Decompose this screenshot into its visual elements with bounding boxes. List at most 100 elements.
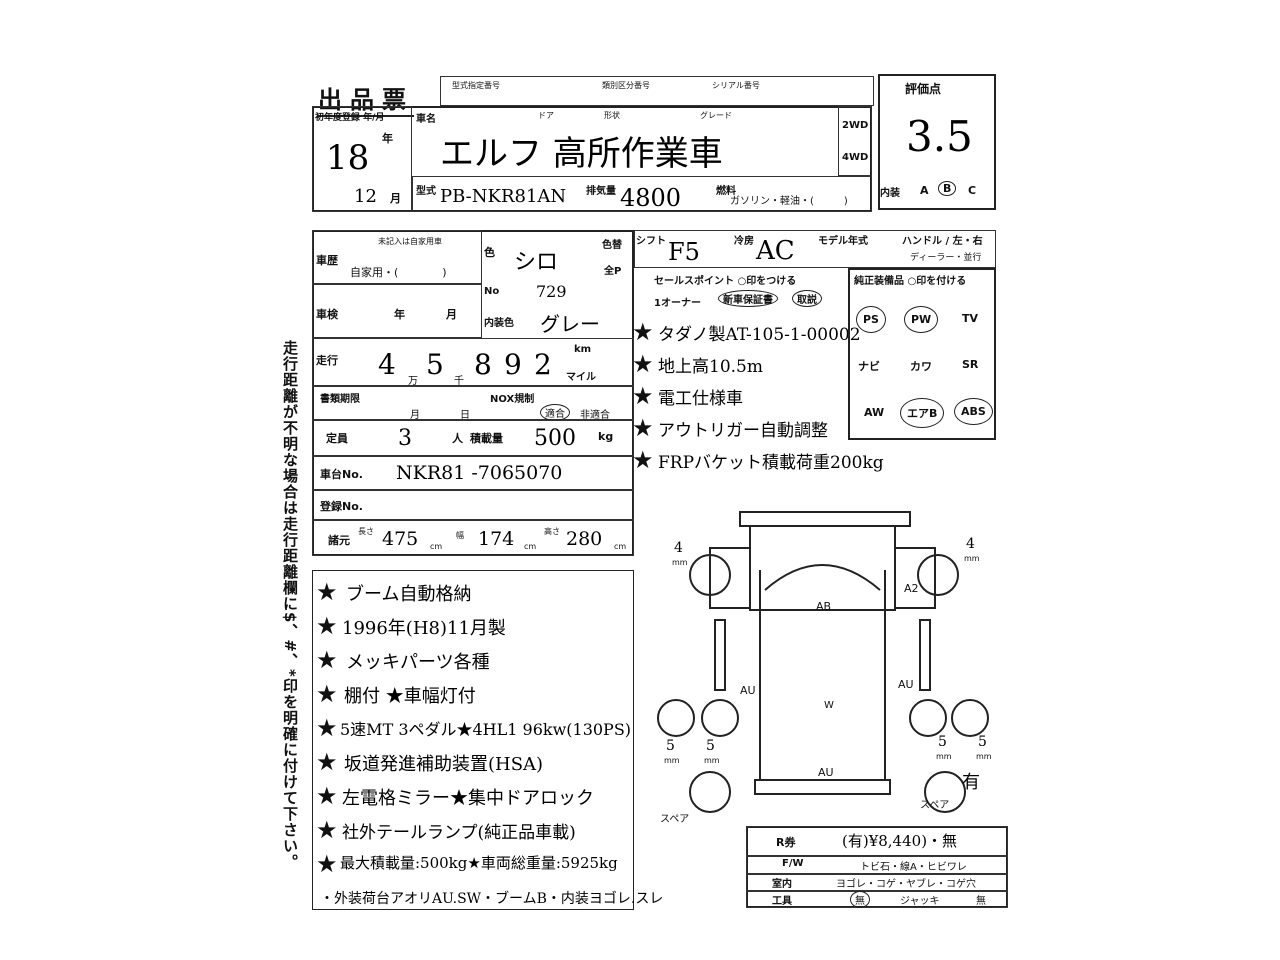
registration-year-unit: 年 [382,132,393,145]
fuel-options: ガソリン・軽油・( ) [730,196,848,207]
color-value: シロ [514,250,559,275]
remarks: ・外装荷台アオリAU.SW・ブームB・内装ヨゴレ.スレ [320,891,664,907]
all-paint-label: 全P [604,266,622,277]
vehicle-damage-diagram [657,511,989,813]
equipment-box [848,268,996,440]
note-star-6: ★ [316,748,338,776]
sales-star-5: ★ [632,446,654,474]
chassis-value: NKR81 -7065070 [396,462,563,484]
tire-fl: 4 [674,540,683,556]
document-day: 日 [460,410,470,421]
score-value: 3.5 [906,112,973,161]
sales-point-2: 地上高10.5m [658,357,763,377]
history-label: 車歴 [316,254,338,267]
mileage-unit-mile: マイル [566,372,596,383]
note-3: メッキパーツ各種 [346,652,490,673]
equipment-airbag: エアB [900,398,945,428]
equipment-pw: PW [904,306,939,333]
score-box [878,74,996,210]
equipment-abs: ABS [954,398,993,425]
windshield-value: トビ石・線A・ヒビワレ [860,862,967,873]
displacement-label: 排気量 [586,186,616,197]
history-value: 自家用・( ) [350,266,447,279]
dealer-label: ディーラー・並行 [910,253,982,263]
mileage-digit-3: 8 [474,348,492,381]
mileage-digit-4: 9 [504,348,522,381]
door-label: ドア [538,111,554,120]
load-label: 積載量 [470,432,503,445]
chassis-row [312,456,634,490]
mileage-side-note: 走行距離が不明な場合は走行距離欄に$、#、*印を明確に付けて下さい。 [281,340,299,870]
tools-row [746,891,1008,908]
interior-value: ヨゴレ・コゲ・ヤブレ・コゲ穴 [836,879,976,890]
equipment-sr: SR [962,358,979,371]
type-designation-label: 型式指定番号 [452,81,500,90]
color-change-label: 色替 [602,240,622,251]
width-value: 174 [478,528,515,550]
load-value: 500 [534,426,576,451]
tire-rl2: 5 [706,738,715,754]
note-5: 5速MT 3ペダル★4HL1 96kw(130PS) [340,720,632,739]
inspection-cell [312,284,482,338]
height-label: 高さ [544,527,560,536]
interior-grade-b: B [938,181,957,196]
damage-mark-ab-front: AB [816,600,832,613]
model-year-label: モデル年式 [818,236,868,247]
interior-color-value: グレー [540,312,600,336]
mileage-digit-1: 4 [378,348,396,381]
tire-rr1: 5 [938,734,947,750]
tire-rr2-unit: mm [976,752,992,761]
dimensions-row [312,520,634,556]
one-owner: 1オーナー [654,298,701,309]
registration-no-label: 登録No. [320,500,363,513]
tire-rl2-unit: mm [704,756,720,765]
sales-star-1: ★ [632,318,654,346]
sales-star-4: ★ [632,414,654,442]
capacity-label: 定員 [326,432,348,445]
equipment-leather: カワ [910,360,932,373]
dimensions-label: 諸元 [328,534,350,547]
vehicle-name: エルフ 高所作業車 [440,134,723,174]
model-value: PB-NKR81AN [440,186,567,207]
note-star-4: ★ [316,680,338,708]
damage-mark-au-left: AU [740,684,756,697]
model-row [412,176,872,212]
note-star-1: ★ [316,578,338,606]
capacity-row [312,420,634,456]
sales-star-2: ★ [632,350,654,378]
interior-label: 室内 [772,879,792,890]
note-7: 左電格ミラー★集中ドアロック [342,788,594,809]
warranty: 新車保証書 [718,290,778,307]
mileage-digit-2: 5 [426,348,444,381]
registration-cell [312,106,412,212]
interior-grade-c: C [968,184,977,197]
equipment-navi: ナビ [858,360,880,373]
sales-point-5: FRPバケット積載荷重200kg [658,453,884,473]
interior-color-label: 内装色 [484,318,514,329]
inspection-year: 年 [394,308,405,321]
sales-point-4: アウトリガー自動調整 [658,421,828,441]
recycle-label: R券 [776,836,796,849]
tools-none-2: 無 [976,896,986,907]
score-label: 評価点 [905,82,942,96]
note-8: 社外テールランプ(純正品車載) [342,823,576,843]
recycle-value: (有)¥8,440)・無 [842,832,958,850]
tire-rr2: 5 [978,734,987,750]
load-unit: kg [598,430,614,443]
damage-mark-au-rear: AU [818,766,834,779]
drive-cell [838,106,872,176]
height-unit: cm [614,542,627,551]
shift-row [634,230,996,268]
document-month: 月 [410,410,420,421]
tire-fr: 4 [966,536,975,552]
note-1: ブーム自動格納 [346,584,472,605]
damage-mark-au-right: AU [898,678,914,691]
width-label: 幅 [456,531,464,540]
shift-value: F5 [668,238,700,266]
history-import-label: 未記入は自家用車 [378,237,442,246]
color-no-value: 729 [536,282,567,301]
mileage-sen: 千 [454,376,464,387]
category-label: 類別区分番号 [602,81,650,90]
vehicle-name-label: 車名 [416,114,436,125]
note-star-7: ★ [316,782,338,810]
